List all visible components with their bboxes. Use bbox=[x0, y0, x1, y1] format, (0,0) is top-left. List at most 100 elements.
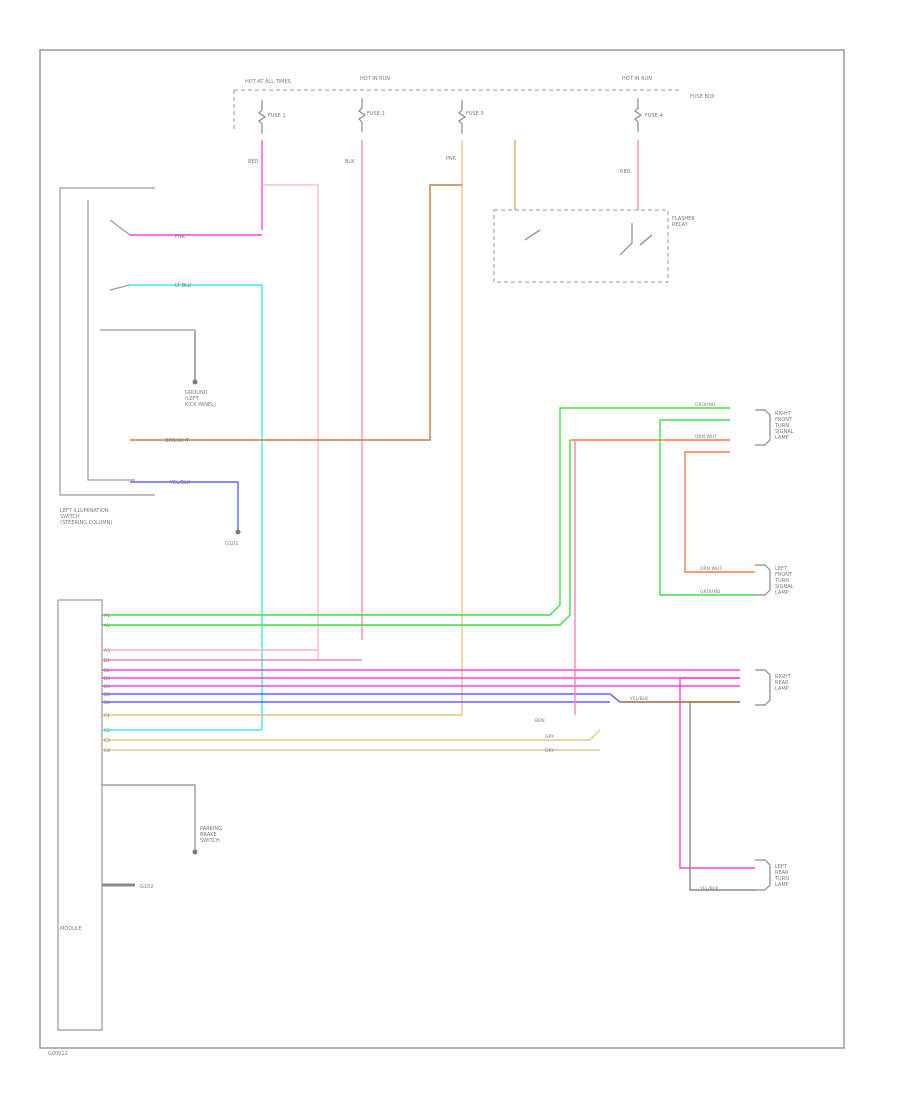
right-front-lamp bbox=[755, 409, 771, 446]
wire-green-2 bbox=[102, 440, 571, 626]
label-yel-blk: YEL/BLK bbox=[169, 480, 191, 486]
ground-label-3: KICK PANEL) bbox=[185, 402, 216, 408]
lf-lamp-5: LAMP bbox=[775, 590, 789, 596]
wire-green-1 bbox=[102, 407, 730, 616]
ground-point-1 bbox=[192, 379, 198, 385]
fuse3-amps: FUSE 3 bbox=[466, 111, 484, 117]
pin-a2: A2 bbox=[104, 623, 110, 629]
relay-contact-3 bbox=[639, 234, 653, 246]
rr-lamp-2: REAR bbox=[775, 680, 789, 686]
label-brn: BRN bbox=[535, 718, 545, 724]
diagram-code: G00012 bbox=[48, 1051, 68, 1057]
pin-b3: B3 bbox=[104, 676, 110, 682]
park-label-2: BRAKE bbox=[200, 832, 217, 838]
wire-fuse1-branch bbox=[262, 184, 319, 660]
lr-lamp-2: REAR bbox=[775, 870, 789, 876]
fuse1-wire: RED bbox=[248, 159, 259, 165]
module-label: MODULE bbox=[60, 926, 82, 932]
fuse4-hot: HOT IN RUN bbox=[622, 76, 652, 82]
ground-label-2: (LEFT bbox=[185, 396, 200, 402]
label-gry-1: GRY bbox=[545, 734, 554, 740]
pin-b6: B6 bbox=[104, 700, 110, 706]
ground-label-1: GROUND bbox=[185, 390, 208, 396]
lf-lamp-1: LEFT bbox=[775, 566, 788, 572]
fuse1-amps: FUSE 1 bbox=[268, 113, 286, 119]
fuse2-amps: FUSE 2 bbox=[367, 111, 385, 117]
label-yel-blk-lr: YEL/BLK bbox=[699, 886, 719, 892]
diagram-frame bbox=[39, 49, 845, 1049]
park-label-3: SWITCH bbox=[200, 838, 220, 844]
wire-yel-blk bbox=[130, 481, 239, 530]
label-grn-1: GROUND bbox=[695, 402, 716, 408]
fuse3-wire: PNK bbox=[446, 156, 457, 162]
label-grn-lamp: GROUND bbox=[700, 589, 721, 595]
pin-c2: C2 bbox=[104, 728, 110, 734]
label-pnk: PNK bbox=[175, 234, 186, 240]
wire-tan-2 bbox=[102, 729, 601, 741]
pin-c4: C4 bbox=[104, 748, 110, 754]
pin-b4: B4 bbox=[104, 684, 110, 690]
ground-point-2 bbox=[235, 529, 241, 535]
fuse-4-symbol bbox=[634, 98, 643, 132]
pin-a3: A3 bbox=[104, 648, 110, 654]
label-orn-wht: ORN WHT bbox=[695, 434, 717, 440]
wire-green-left-lamp bbox=[659, 419, 755, 596]
fuse4-amps: FUSE 4 bbox=[645, 113, 663, 119]
wire-lt-blu bbox=[130, 284, 263, 730]
fuse4-wire: RED bbox=[620, 169, 631, 175]
left-switch-bracket bbox=[59, 187, 155, 496]
rr-lamp-3: LAMP bbox=[775, 686, 789, 692]
left-front-lamp bbox=[755, 564, 771, 596]
module-box bbox=[57, 599, 103, 1031]
wire-brn-wht bbox=[130, 184, 462, 441]
pin-c1: C1 bbox=[104, 713, 110, 719]
park-label-1: PARKING bbox=[200, 826, 222, 832]
flasher-relay-box bbox=[493, 209, 669, 283]
lr-lamp-3: TURN bbox=[774, 876, 789, 882]
fuse-1-symbol bbox=[258, 100, 267, 134]
fuse-2-symbol bbox=[358, 98, 367, 132]
park-ground-point bbox=[192, 849, 198, 855]
rf-lamp-4: SIGNAL bbox=[775, 429, 794, 435]
pin-b1: B1 bbox=[104, 658, 110, 664]
relay-contact bbox=[524, 229, 541, 241]
relay-label-2: RELAY bbox=[672, 222, 689, 228]
pin-a1: A1 bbox=[104, 613, 110, 619]
g101-label: G101 bbox=[225, 541, 238, 547]
relay-label-1: FLASHER bbox=[672, 216, 695, 222]
fuse2-hot: HOT IN RUN bbox=[360, 76, 390, 82]
switch-arm-1 bbox=[109, 219, 131, 236]
pin-b5: B5 bbox=[104, 692, 110, 698]
label-brn-wht: BRN/WHT bbox=[165, 438, 190, 444]
wire-park-brake bbox=[102, 784, 196, 850]
fuse-3-symbol bbox=[458, 100, 467, 134]
lf-lamp-3: TURN bbox=[774, 578, 789, 584]
fuse-box-label: FUSE BOX bbox=[690, 94, 715, 100]
left-switch-label-3: (STEERING COLUMN) bbox=[60, 520, 112, 526]
left-rear-lamp bbox=[755, 859, 771, 891]
left-switch-label-1: LEFT ILLUMINATION bbox=[60, 508, 109, 514]
wire-gray-rear bbox=[689, 701, 755, 891]
pin-b2: B2 bbox=[104, 668, 110, 674]
rr-lamp-1: RIGHT bbox=[775, 674, 792, 680]
fuse2-wire: BLK bbox=[345, 159, 355, 165]
rf-lamp-2: FRONT bbox=[775, 417, 793, 423]
relay-contact-2 bbox=[619, 223, 633, 256]
label-yel-blk-rear: YEL/BLK bbox=[629, 696, 649, 702]
switch-arm-2 bbox=[109, 284, 131, 291]
rf-lamp-1: RIGHT bbox=[775, 411, 792, 417]
left-switch-label-2: SWITCH bbox=[60, 514, 80, 520]
pin-c3: C3 bbox=[104, 738, 110, 744]
rf-lamp-5: LAMP bbox=[775, 435, 789, 441]
right-rear-lamp bbox=[755, 669, 771, 706]
fuse1-hot: HOT AT ALL TIMES bbox=[245, 79, 291, 85]
lr-lamp-4: LAMP bbox=[775, 882, 789, 888]
lf-lamp-4: SIGNAL bbox=[775, 584, 794, 590]
lr-lamp-1: LEFT bbox=[775, 864, 788, 870]
label-lt-blu: LT BLU bbox=[175, 283, 192, 289]
g102-label: G102 bbox=[140, 884, 153, 890]
label-orn-lamp: ORN WHT bbox=[700, 566, 722, 572]
lf-lamp-2: FRONT bbox=[775, 572, 793, 578]
